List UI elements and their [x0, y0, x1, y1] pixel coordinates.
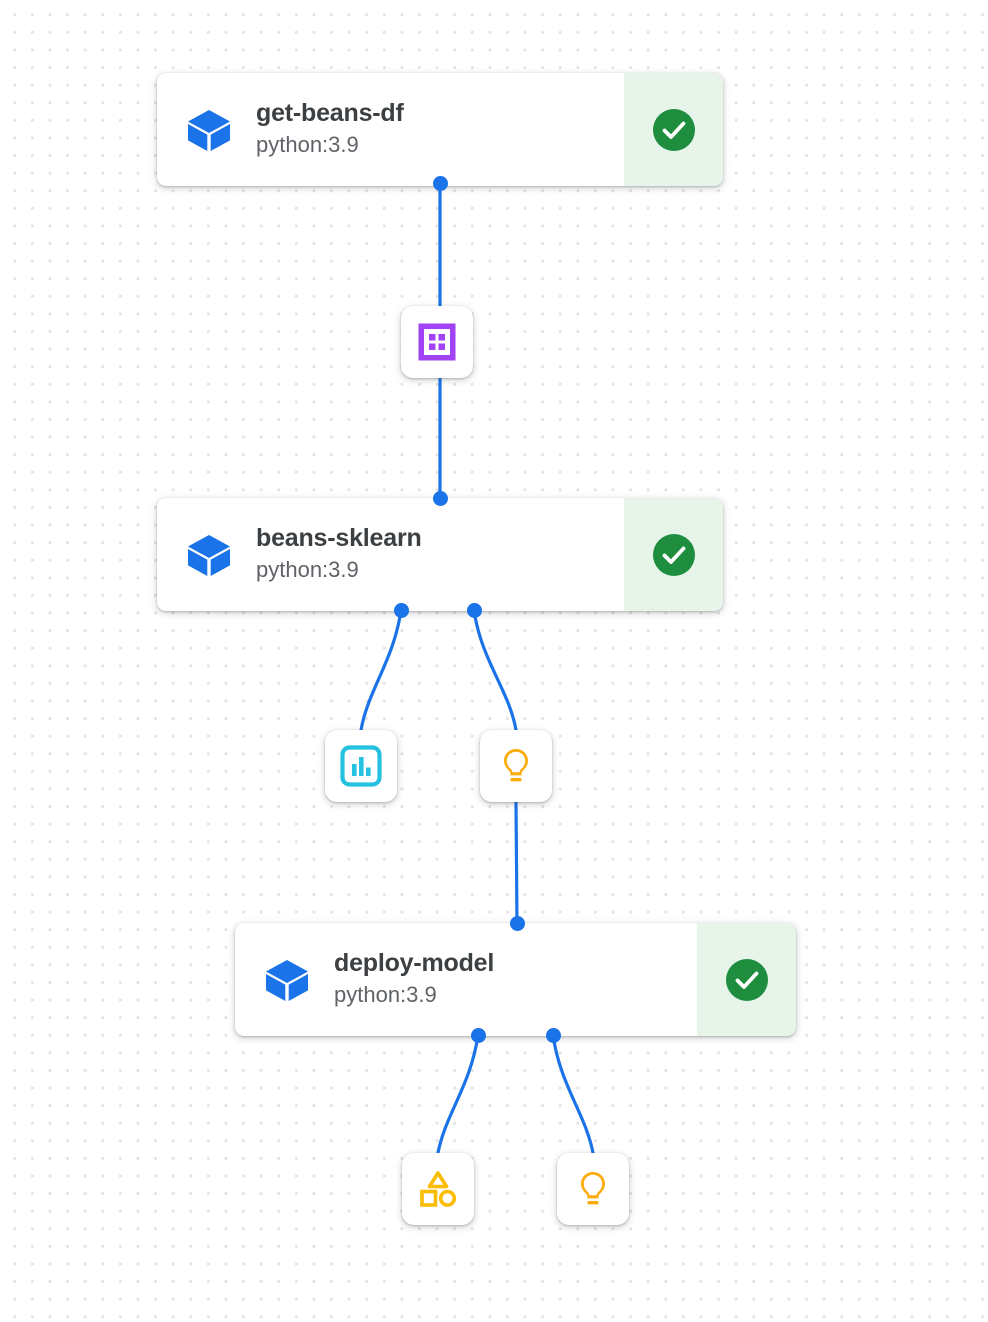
lightbulb-icon — [581, 1172, 605, 1205]
port-beans-sklearn-out-right[interactable] — [466, 602, 482, 618]
node-title: deploy-model — [334, 949, 495, 978]
node-subtitle: python:3.9 — [334, 982, 437, 1008]
port-get-beans-df-out[interactable] — [432, 175, 448, 191]
node-title: beans-sklearn — [256, 524, 422, 553]
artifact-model-lower[interactable] — [557, 1153, 629, 1225]
port-beans-sklearn-out-left[interactable] — [393, 602, 409, 618]
node-text: get-beans-df python:3.9 — [256, 99, 404, 159]
edge-deploy-to-model-lower — [551, 1033, 595, 1155]
pipeline-node-get-beans-df[interactable]: get-beans-df python:3.9 — [157, 73, 723, 186]
artifact-model-upper[interactable] — [480, 730, 552, 802]
pipeline-node-deploy-model[interactable]: deploy-model python:3.9 — [235, 923, 796, 1036]
port-beans-sklearn-in[interactable] — [432, 490, 448, 506]
check-circle-icon — [725, 958, 768, 1001]
port-deploy-model-out-left[interactable] — [470, 1027, 486, 1043]
edge-sklearn-to-chart — [359, 608, 403, 732]
node-subtitle: python:3.9 — [256, 557, 359, 583]
artifact-dataset[interactable] — [401, 306, 473, 378]
edge-deploy-to-shapes — [436, 1033, 480, 1155]
lightbulb-icon — [504, 749, 528, 782]
artifact-classification-metrics[interactable] — [402, 1153, 474, 1225]
status-badge-succeeded[interactable] — [624, 73, 723, 186]
port-deploy-model-in[interactable] — [509, 915, 525, 931]
node-text: beans-sklearn python:3.9 — [256, 524, 422, 584]
status-badge-succeeded[interactable] — [624, 498, 723, 611]
cube-icon — [262, 955, 312, 1005]
status-badge-succeeded[interactable] — [697, 923, 796, 1036]
port-deploy-model-out-right[interactable] — [545, 1027, 561, 1043]
node-title: get-beans-df — [256, 99, 404, 128]
node-body: deploy-model python:3.9 — [235, 923, 697, 1036]
check-circle-icon — [652, 533, 695, 576]
edge-sklearn-to-model — [472, 608, 518, 732]
check-circle-icon — [652, 108, 695, 151]
node-subtitle: python:3.9 — [256, 132, 359, 158]
dataset-grid-icon — [418, 323, 456, 361]
bar-chart-icon — [340, 745, 382, 787]
cube-icon — [184, 105, 234, 155]
edge-model-to-deploy — [514, 800, 519, 927]
cube-icon — [184, 530, 234, 580]
node-text: deploy-model python:3.9 — [334, 949, 494, 1009]
node-body: beans-sklearn python:3.9 — [157, 498, 624, 611]
shapes-icon — [420, 1171, 457, 1207]
artifact-metrics-chart[interactable] — [325, 730, 397, 802]
node-body: get-beans-df python:3.9 — [157, 73, 624, 186]
pipeline-node-beans-sklearn[interactable]: beans-sklearn python:3.9 — [157, 498, 723, 611]
